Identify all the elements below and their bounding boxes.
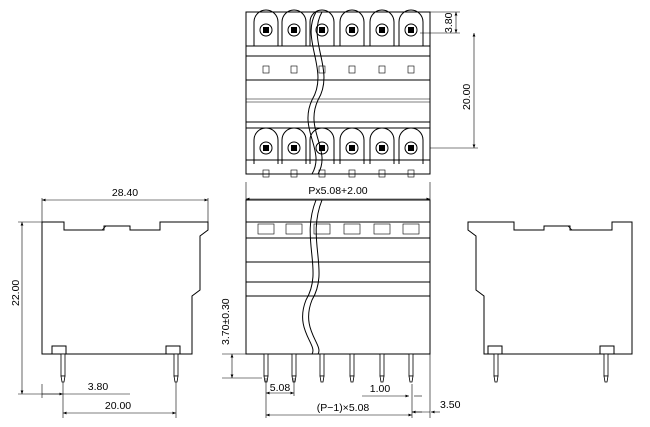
front-slot-4 (343, 223, 361, 235)
front-pin-4 (349, 353, 355, 383)
right-side-view (467, 221, 633, 383)
front-slot-2 (285, 223, 303, 235)
top-terminal-1-3 (309, 9, 335, 74)
top-terminal-1-4 (339, 9, 365, 74)
top-terminal-1-1 (253, 9, 279, 74)
top-terminal-2-5 (369, 127, 395, 178)
top-terminals (253, 9, 424, 178)
top-terminal-2-3 (309, 127, 335, 178)
dim-total-pitch: (P−1)×5.08 (317, 402, 370, 414)
dim-top-3-80: 3.80 (443, 12, 455, 33)
front-view-dimensions: Px5.08+2.00 3.70±0.30 5.08 1.00 (P−1)×5.… (220, 182, 461, 418)
dim-pin-span: 20.00 (105, 400, 131, 412)
top-view-dimensions: 3.80 20.00 (420, 11, 478, 149)
dim-pitch: 5.08 (270, 382, 291, 394)
left-side-view (41, 221, 209, 383)
dim-side-width: 28.40 (112, 187, 138, 199)
dim-pin-length: 3.70±0.30 (220, 298, 232, 345)
front-slot-5 (373, 223, 391, 235)
break-line-front (302, 199, 317, 355)
dim-overall-width: Px5.08+2.00 (308, 185, 367, 197)
dim-top-20-00: 20.00 (461, 84, 473, 110)
dim-pin-width: 1.00 (370, 383, 391, 395)
front-view (245, 199, 431, 383)
top-terminal-1-5 (369, 9, 395, 74)
top-terminal-2-4 (339, 127, 365, 178)
dim-pin-offset: 3.80 (88, 381, 109, 393)
top-terminal-2-2 (281, 127, 307, 178)
front-pin-2 (291, 353, 297, 383)
front-slot-1 (257, 223, 275, 235)
top-terminal-1-6 (398, 9, 424, 74)
break-line-top (307, 11, 319, 175)
front-slots (257, 223, 420, 235)
top-terminal-1-2 (281, 9, 307, 74)
front-pin-1 (263, 353, 269, 383)
top-view (245, 9, 431, 178)
dim-side-height: 22.00 (10, 280, 22, 306)
front-slot-6 (402, 223, 420, 235)
front-pin-6 (408, 353, 414, 383)
front-pins (263, 353, 414, 383)
left-view-dimensions: 28.40 22.00 3.80 20.00 (10, 187, 209, 418)
top-terminal-2-6 (398, 127, 424, 178)
front-pin-5 (379, 353, 385, 383)
dim-end-offset: 3.50 (440, 399, 461, 411)
front-slot-3 (313, 223, 331, 235)
front-pin-3 (319, 353, 325, 383)
top-terminal-2-1 (253, 127, 279, 178)
